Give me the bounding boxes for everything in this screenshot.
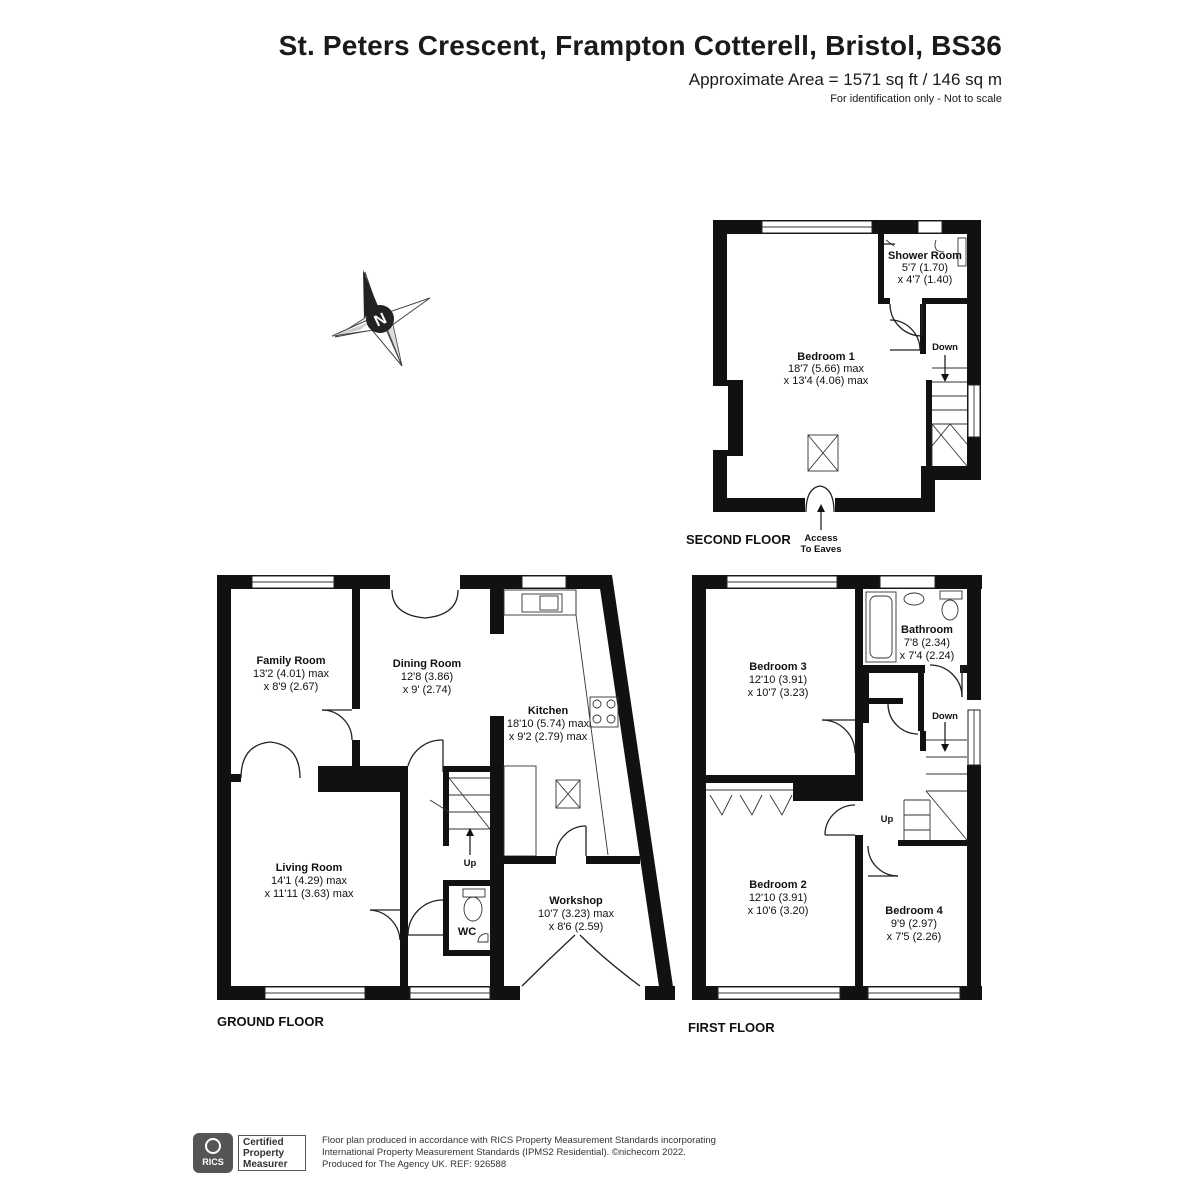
footer: RICS Certified Property Measurer Floor p… <box>193 1133 1003 1178</box>
ground-stairs-up-label: Up <box>464 858 477 869</box>
property-address-title: St. Peters Crescent, Frampton Cotterell,… <box>278 30 1002 61</box>
bedroom4-dim2: x 7'5 (2.26) <box>887 931 942 943</box>
bathroom-dim1: 7'8 (2.34) <box>904 637 950 649</box>
identification-note: For identification only - Not to scale <box>830 93 1002 105</box>
disclaimer-line3: Produced for The Agency UK. REF: 926588 <box>322 1159 507 1170</box>
eaves-access-line1: Access <box>804 533 837 544</box>
kitchen-name: Kitchen <box>528 705 569 717</box>
shower-room-dim1: 5'7 (1.70) <box>902 262 948 274</box>
disclaimer: Floor plan produced in accordance with R… <box>322 1135 802 1171</box>
north-compass-icon: N <box>331 270 431 367</box>
eaves-access-line2: To Eaves <box>800 544 841 555</box>
approximate-area: Approximate Area = 1571 sq ft / 146 sq m <box>688 70 1002 89</box>
dining-room-dim1: 12'8 (3.86) <box>401 671 453 683</box>
cert-line2: Property <box>243 1148 285 1159</box>
rics-logo-text: RICS <box>202 1157 224 1167</box>
second-floor-plan <box>713 220 981 530</box>
living-room-name: Living Room <box>276 862 343 874</box>
family-room-dim1: 13'2 (4.01) max <box>253 668 330 680</box>
living-room-dim2: x 11'11 (3.63) max <box>264 888 354 900</box>
bedroom3-dim2: x 10'7 (3.23) <box>748 687 809 699</box>
second-floor-label: SECOND FLOOR <box>686 532 791 547</box>
bathroom-dim2: x 7'4 (2.24) <box>900 650 955 662</box>
cert-line1: Certified <box>243 1137 284 1148</box>
shower-room-dim2: x 4'7 (1.40) <box>898 274 953 286</box>
rics-logo: RICS <box>193 1133 233 1173</box>
stairs-down-label: Down <box>932 342 958 353</box>
rics-ring-icon <box>205 1138 221 1154</box>
bedroom2-name: Bedroom 2 <box>749 879 806 891</box>
dining-room-dim2: x 9' (2.74) <box>403 684 452 696</box>
living-room-dim1: 14'1 (4.29) max <box>271 875 348 887</box>
workshop-dim1: 10'7 (3.23) max <box>538 908 615 920</box>
bedroom3-dim1: 12'10 (3.91) <box>749 674 807 686</box>
bedroom1-dim2: x 13'4 (4.06) max <box>784 375 869 387</box>
first-stairs-down-label: Down <box>932 711 958 722</box>
ground-floor-label: GROUND FLOOR <box>217 1014 324 1029</box>
bathroom-name: Bathroom <box>901 624 953 636</box>
cert-line3: Measurer <box>243 1159 288 1170</box>
bedroom1-name: Bedroom 1 <box>797 351 854 363</box>
kitchen-dim2: x 9'2 (2.79) max <box>509 731 588 743</box>
bedroom3-name: Bedroom 3 <box>749 661 806 673</box>
bedroom2-dim2: x 10'6 (3.20) <box>748 905 809 917</box>
family-room-name: Family Room <box>256 655 325 667</box>
bedroom4-name: Bedroom 4 <box>885 905 943 917</box>
first-stairs-up-label: Up <box>881 814 894 825</box>
bedroom1-dim1: 18'7 (5.66) max <box>788 363 865 375</box>
dining-room-name: Dining Room <box>393 658 462 670</box>
workshop-name: Workshop <box>549 895 603 907</box>
certified-measurer-badge: Certified Property Measurer <box>238 1135 306 1171</box>
first-floor-label: FIRST FLOOR <box>688 1020 775 1035</box>
shower-room-name: Shower Room <box>888 250 962 262</box>
ground-floor-plan <box>217 574 675 1000</box>
wc-name: WC <box>458 926 476 938</box>
first-floor-plan <box>692 575 982 1000</box>
workshop-dim2: x 8'6 (2.59) <box>549 921 604 933</box>
kitchen-dim1: 18'10 (5.74) max <box>507 718 590 730</box>
bedroom4-dim1: 9'9 (2.97) <box>891 918 937 930</box>
disclaimer-line1: Floor plan produced in accordance with R… <box>322 1135 716 1146</box>
family-room-dim2: x 8'9 (2.67) <box>264 681 319 693</box>
disclaimer-line2: International Property Measurement Stand… <box>322 1147 686 1158</box>
bedroom2-dim1: 12'10 (3.91) <box>749 892 807 904</box>
